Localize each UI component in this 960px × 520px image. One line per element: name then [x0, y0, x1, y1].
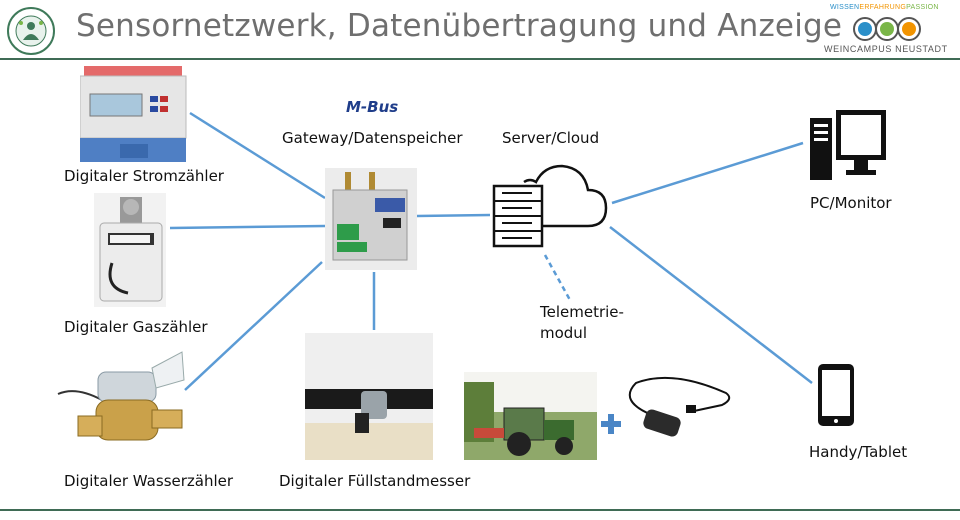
server-label: Server/Cloud	[502, 129, 600, 147]
top-divider	[0, 58, 960, 60]
line-server-telemetry	[543, 254, 572, 301]
gaszaehler-label: Digitaler Gaszähler	[64, 318, 208, 336]
handy-tablet-icon	[818, 364, 854, 426]
line-server-pc	[611, 141, 804, 205]
line-server-handy	[609, 226, 813, 384]
page-title: Sensornetzwerk, Datenübertragung und Anz…	[76, 8, 843, 44]
line-gateway-server	[416, 213, 491, 218]
experimentierfeld-logo-icon	[6, 6, 56, 56]
server-cloud-icon	[492, 164, 608, 248]
gaszaehler-image	[94, 193, 166, 307]
logo-tagline: WISSENERFAHRUNGPASSION	[830, 4, 939, 11]
wasserzaehler-image	[57, 351, 185, 441]
fuellstand-label: Digitaler Füllstandmesser	[279, 472, 471, 490]
telemetry-module-image	[628, 376, 731, 437]
telemetry-label-line1: Telemetrie-	[540, 303, 624, 321]
weincampus-logo: WISSENERFAHRUNGPASSION WEINCAMPUS NEUSTA…	[820, 2, 956, 56]
bottom-divider	[0, 509, 960, 511]
fuellstand-image	[305, 333, 433, 460]
plus-icon	[601, 414, 621, 434]
stromzaehler-label: Digitaler Stromzähler	[64, 167, 224, 185]
pc-monitor-icon	[810, 110, 886, 180]
telemetry-label: Telemetrie- modul	[540, 302, 624, 344]
wasserzaehler-label: Digitaler Wasserzähler	[64, 472, 234, 490]
mbus-logo: M-Bus	[346, 98, 399, 116]
pc-label: PC/Monitor	[810, 194, 892, 212]
line-strom-gateway	[189, 111, 326, 200]
weincampus-circles-icon	[853, 17, 921, 41]
stromzaehler-image	[80, 66, 187, 162]
logo-name: WEINCAMPUS NEUSTADT	[824, 44, 948, 54]
gateway-label: Gateway/Datenspeicher	[282, 129, 463, 147]
gateway-image	[325, 168, 417, 270]
line-wasser-gateway	[184, 261, 323, 391]
handy-label: Handy/Tablet	[809, 443, 908, 461]
tractor-image	[464, 372, 597, 460]
telemetry-label-line2: modul	[540, 324, 587, 342]
line-gas-gateway	[169, 224, 326, 230]
